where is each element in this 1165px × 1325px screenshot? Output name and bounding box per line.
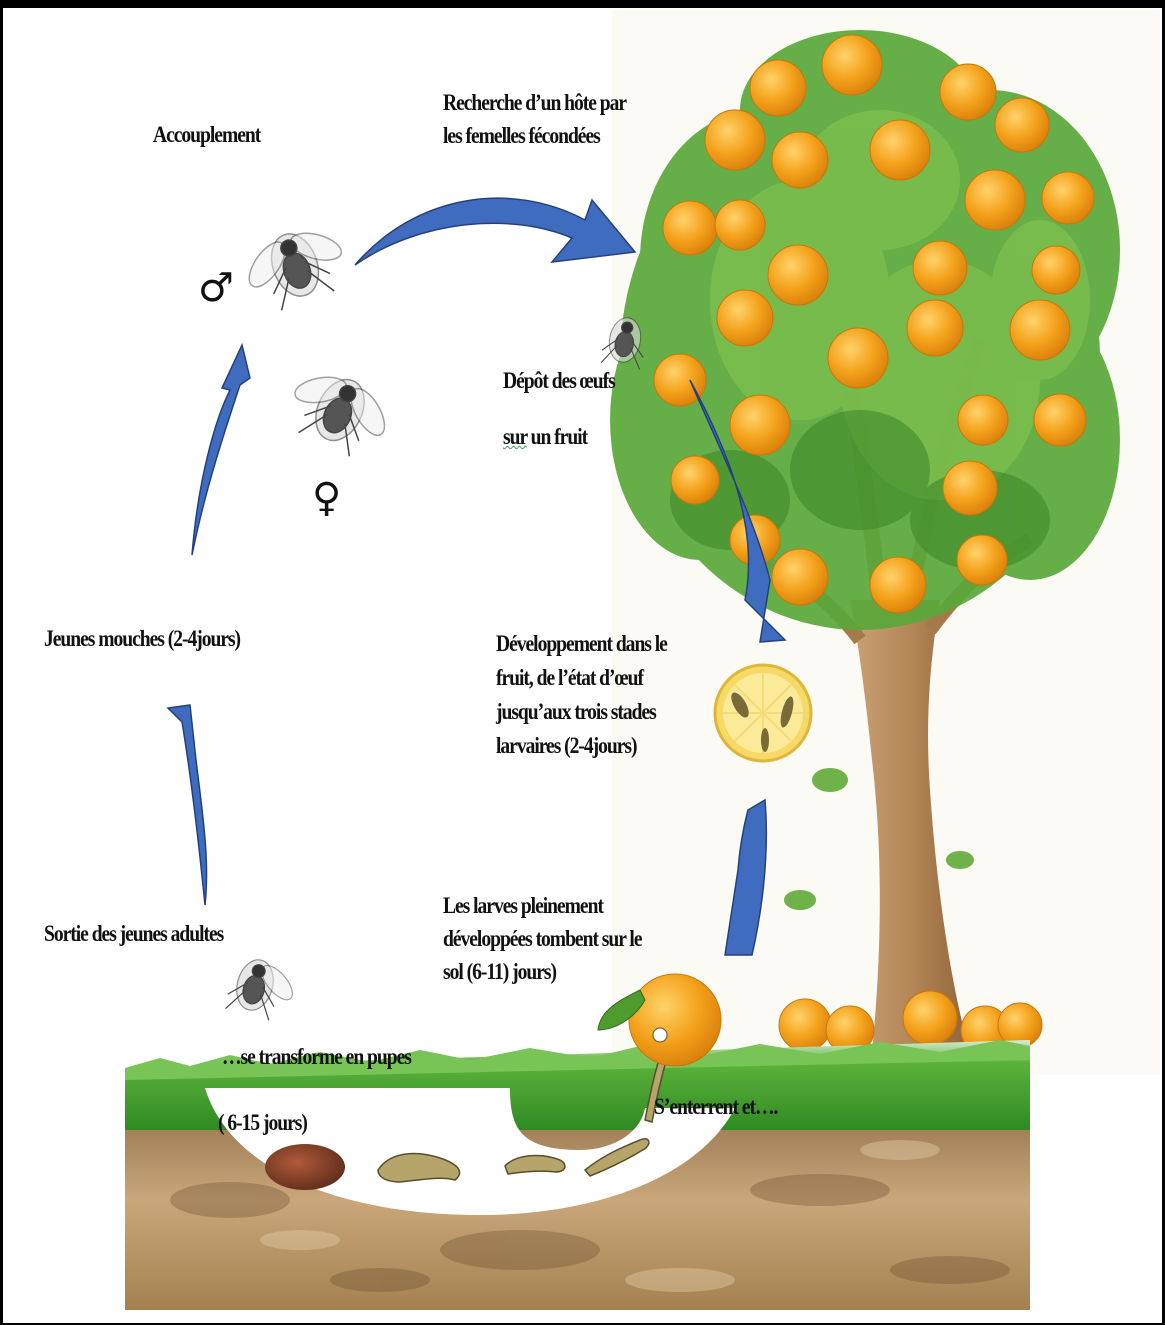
arrow-left-lower — [168, 705, 207, 905]
label-developpement-line2: fruit, de l’état d’œuf — [496, 665, 643, 691]
arrow-top — [355, 198, 635, 265]
male-fly — [232, 214, 359, 319]
label-pupes: …se transforme en pupes — [222, 1044, 411, 1070]
label-larves-line1: Les larves pleinement — [443, 893, 603, 919]
young-adult-fly — [224, 952, 304, 1026]
label-developpement-line1: Développement dans le — [496, 631, 667, 657]
label-duree-pupes: ( 6-15 jours) — [218, 1110, 307, 1136]
female-fly — [275, 356, 404, 468]
label-recherche-line1: Recherche d’un hôte par — [443, 90, 626, 116]
male-symbol: ♂ — [198, 268, 234, 308]
pupa-image — [265, 1144, 345, 1190]
label-enterrent: S’enterrent et…. — [654, 1094, 777, 1120]
label-jeunes-mouches: Jeunes mouches (2-4jours) — [44, 626, 240, 652]
label-developpement-line3: jusqu’aux trois stades — [496, 699, 656, 725]
label-developpement-line4: larvaires (2-4jours) — [496, 733, 636, 759]
label-depot-line1: Dépôt des œufs — [503, 368, 615, 394]
label-depot-fruit: un fruit — [527, 424, 587, 449]
label-larves-line3: sol (6-11) jours) — [443, 959, 556, 985]
label-depot-sur: sur — [503, 424, 527, 449]
label-sortie: Sortie des jeunes adultes — [44, 921, 223, 947]
label-larves-line2: développées tombent sur le — [443, 926, 641, 952]
label-accouplement: Accouplement — [153, 122, 260, 148]
arrow-left-upper — [192, 345, 250, 555]
lemon-slice — [715, 665, 811, 761]
label-recherche-line2: les femelles fécondées — [443, 123, 600, 149]
female-symbol: ♀ — [312, 478, 341, 518]
label-depot-line2: sur un fruit — [503, 424, 587, 450]
